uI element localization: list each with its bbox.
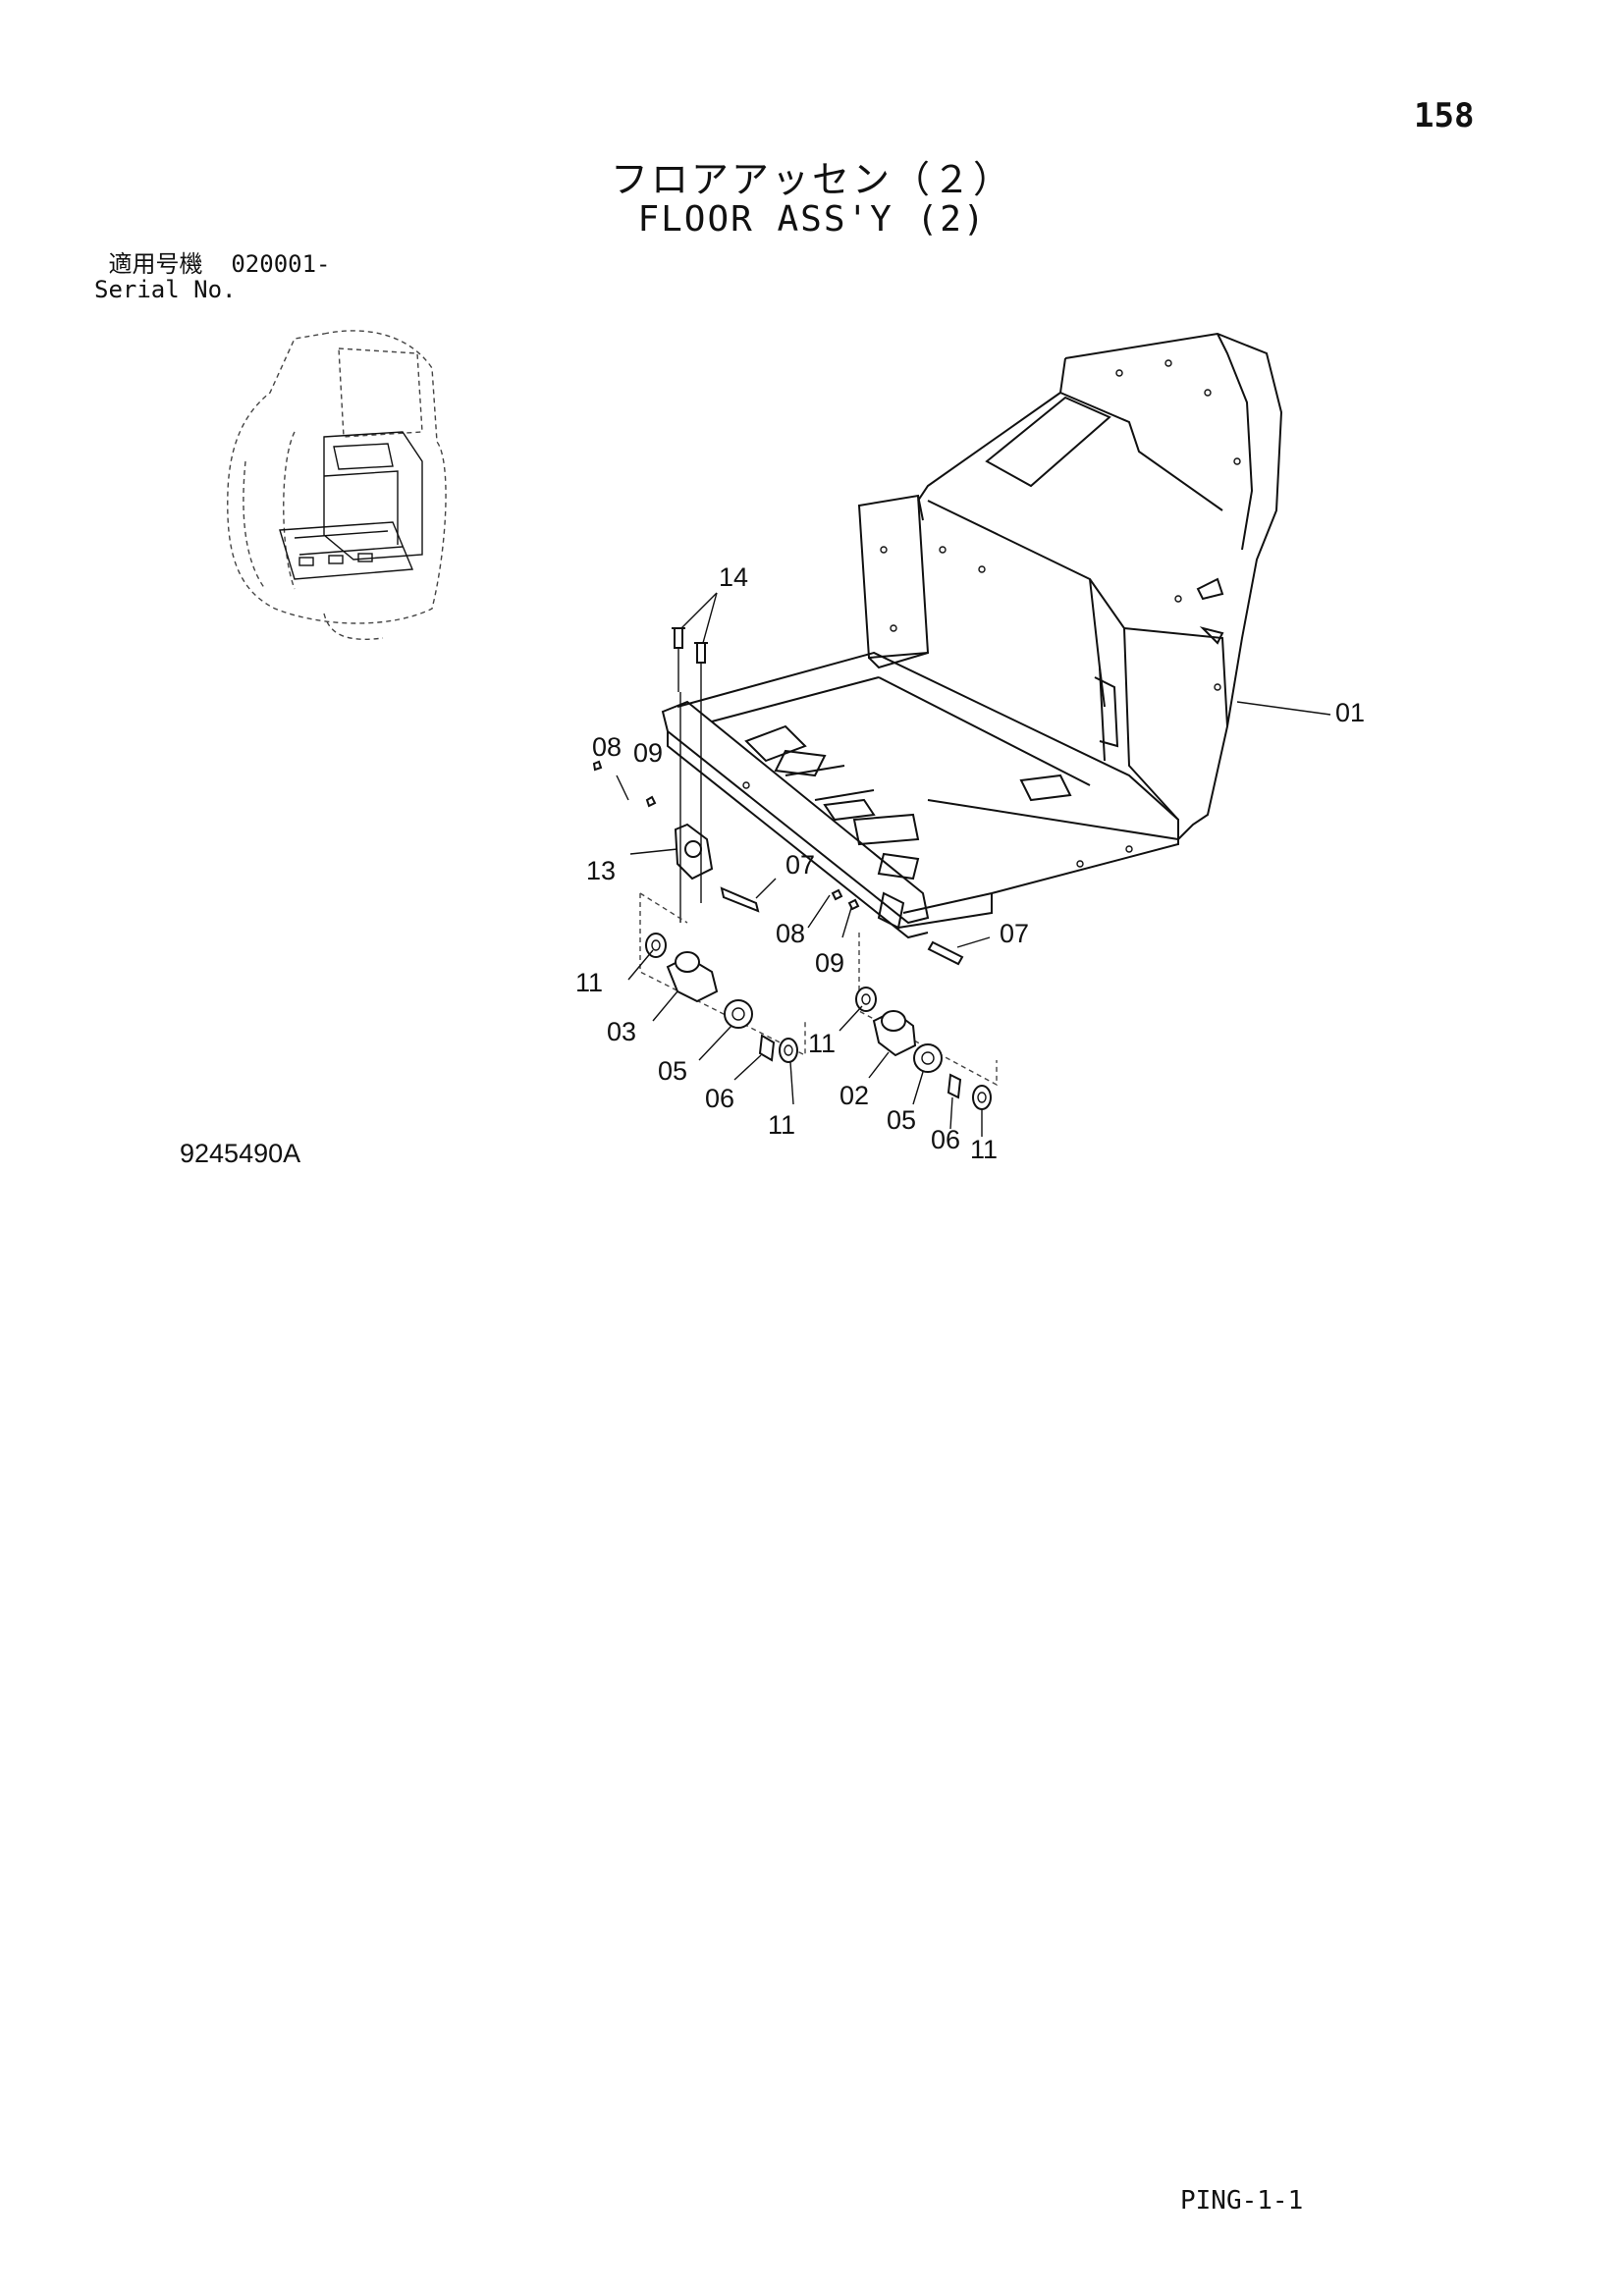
serial-label-en: Serial No.: [94, 276, 237, 303]
footer-code: PING-1-1: [1180, 2186, 1304, 2216]
serial-label-jp: 適用号機: [108, 250, 203, 278]
callout-14: 14: [719, 562, 748, 592]
serial-row-jp: 適用号機 020001-: [94, 250, 331, 278]
serial-info: 適用号機 020001- Serial No.: [94, 251, 331, 302]
right-mount-assembly: [855, 933, 998, 1110]
callout-11: 11: [575, 968, 603, 997]
title-english: FLOOR ASS'Y (2): [637, 199, 987, 240]
callout-02: 02: [839, 1081, 869, 1110]
callout-09: 09: [633, 738, 663, 768]
callout-08: 08: [776, 919, 805, 948]
callout-06: 06: [705, 1084, 734, 1113]
drawing-number: 9245490A: [180, 1139, 301, 1168]
serial-value: 020001-: [231, 250, 331, 278]
key-map-thumbnail: [227, 330, 447, 640]
callout-03: 03: [607, 1017, 636, 1046]
bolts-part-14: [672, 627, 708, 702]
callout-07: 07: [1000, 919, 1029, 948]
left-mount-assembly: [639, 892, 806, 1063]
title-japanese: フロアアッセン（２）: [610, 158, 1013, 201]
page-number: 158: [1414, 96, 1475, 135]
callout-05: 05: [887, 1105, 916, 1135]
callout-07: 07: [785, 850, 815, 880]
mount-bracket-part-13: [592, 692, 964, 966]
callout-13: 13: [586, 856, 616, 885]
callout-08: 08: [592, 732, 622, 762]
callout-11: 11: [808, 1029, 836, 1058]
callout-11: 11: [970, 1135, 998, 1164]
leader-lines: [616, 592, 1331, 1137]
callout-05: 05: [658, 1056, 687, 1086]
callout-09: 09: [815, 948, 844, 978]
callout-01: 01: [1335, 698, 1365, 727]
callout-11: 11: [768, 1110, 795, 1140]
callout-06: 06: [931, 1125, 960, 1154]
floor-frame-part-01: [661, 332, 1283, 939]
